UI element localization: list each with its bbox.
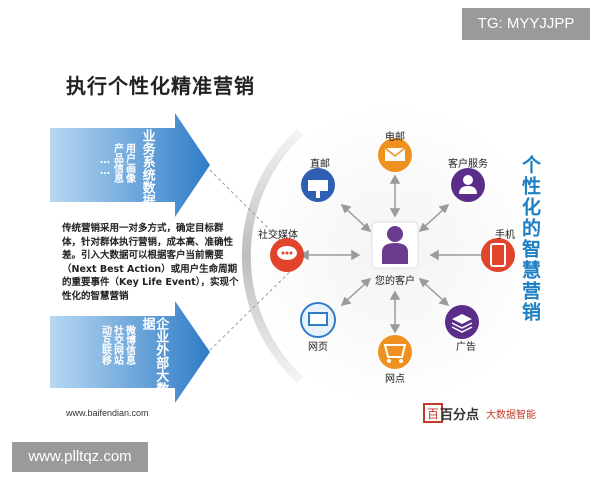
- arrow-bottom-sub-2: 社交网站: [111, 325, 123, 365]
- customer-icon: [371, 221, 419, 269]
- side-title: 个性化的智慧营销: [519, 155, 541, 323]
- description-text: 传统营销采用一对多方式，确定目标群体，针对群体执行营销，成本高、准确性差。引入大…: [62, 223, 239, 302]
- node-label-store: 网点: [385, 374, 405, 385]
- email-icon: [378, 138, 412, 172]
- logo-wechat: 大数据智能: [486, 410, 536, 421]
- connector-bottom: [209, 261, 301, 351]
- web-icon: [300, 302, 336, 338]
- node-label-email: 电邮: [385, 132, 405, 143]
- hub-arc: [241, 128, 304, 384]
- center-label: 您的客户: [375, 276, 415, 287]
- arrow-bottom-sub-3: 动互联移: [99, 325, 111, 365]
- arrow-bottom-sub-1: 微博信息: [123, 325, 135, 365]
- arrow-top-main-label: 业务系统数据: [139, 129, 155, 207]
- customer-service-icon: [451, 168, 485, 202]
- node-label-service: 客户服务: [448, 159, 488, 170]
- arrow-bottom-shape: [50, 301, 210, 403]
- slide-title: 执行个性化精准营销: [66, 74, 255, 98]
- node-label-social: 社交媒体: [258, 230, 298, 241]
- logo-brand: 百分点: [440, 408, 480, 423]
- site-watermark: www.plltqz.com: [12, 442, 148, 472]
- arrow-bottom: 企业外部大数据 微博信息 社交网站 动互联移: [50, 305, 205, 405]
- arrow-top-shape: [50, 113, 210, 217]
- node-label-mail: 直邮: [310, 159, 330, 170]
- store-icon: [378, 335, 412, 369]
- node-label-web: 网页: [308, 342, 328, 353]
- node-label-mobile: 手机: [495, 230, 515, 241]
- ads-icon: [445, 305, 479, 339]
- social-media-icon: [270, 238, 304, 272]
- svg-text:百: 百: [427, 407, 439, 421]
- arrow-bottom-main-label: 企业外部大数据: [139, 317, 169, 395]
- arrow-top-sub-2: 产品信息: [111, 143, 123, 183]
- radial-arrows: [299, 174, 491, 334]
- node-label-ads: 广告: [456, 342, 476, 353]
- tg-watermark: TG: MYYJJPP: [462, 8, 590, 40]
- logo-area: 百分点 大数据智能: [420, 400, 580, 428]
- logo-mark: 百: [423, 403, 443, 423]
- direct-mail-icon: [301, 168, 335, 202]
- arrow-top-sub-3: ……: [99, 155, 111, 177]
- arrow-top-sub-1: 用户画像: [123, 143, 135, 183]
- website-text: www.baifendian.com: [66, 408, 149, 418]
- arrow-top: 业务系统数据 用户画像 产品信息 ……: [50, 115, 205, 215]
- mobile-icon: [481, 238, 515, 272]
